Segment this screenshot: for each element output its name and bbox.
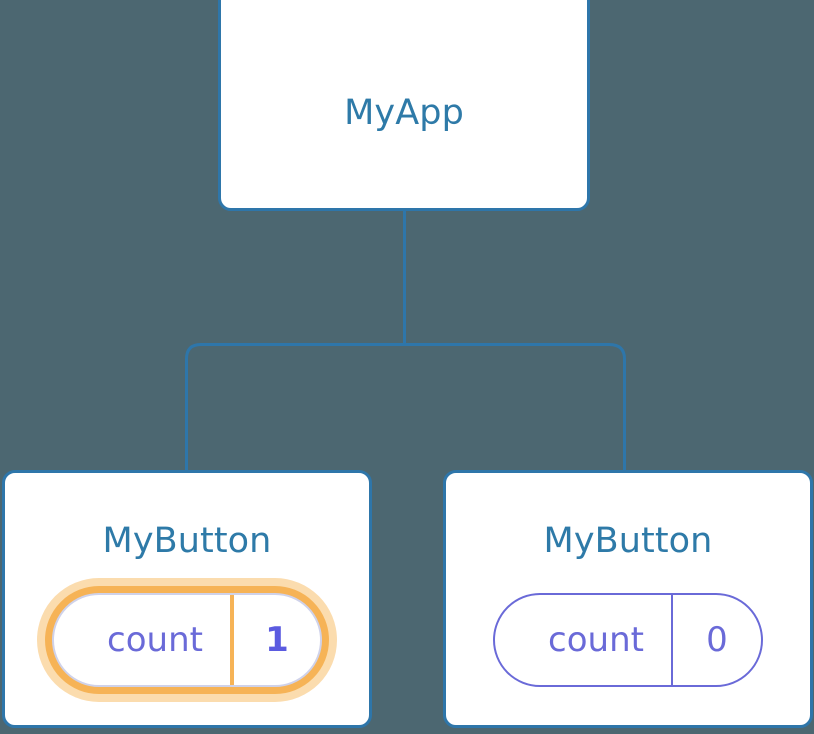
- state-pill-container: count 1: [5, 578, 369, 702]
- node-myapp[interactable]: MyApp: [218, 0, 590, 211]
- highlight-ring: [45, 586, 329, 694]
- connector-bus-left: [185, 343, 405, 472]
- state-pill-count[interactable]: count 1: [52, 593, 322, 687]
- state-pill-container: count 0: [446, 593, 810, 687]
- connector-bus-right: [404, 343, 626, 472]
- state-key: count: [107, 620, 203, 660]
- state-key: count: [548, 620, 644, 660]
- node-mybutton-left[interactable]: MyButton count 1: [2, 470, 372, 728]
- node-mybutton-right[interactable]: MyButton count 0: [443, 470, 813, 728]
- state-value: 1: [230, 595, 320, 685]
- state-value: 0: [671, 595, 761, 685]
- state-pill-count[interactable]: count 0: [493, 593, 763, 687]
- node-title: MyButton: [543, 521, 713, 561]
- state-pill-highlight-wrap: count 1: [37, 578, 337, 702]
- node-title: MyButton: [102, 521, 272, 561]
- node-title: MyApp: [344, 93, 464, 133]
